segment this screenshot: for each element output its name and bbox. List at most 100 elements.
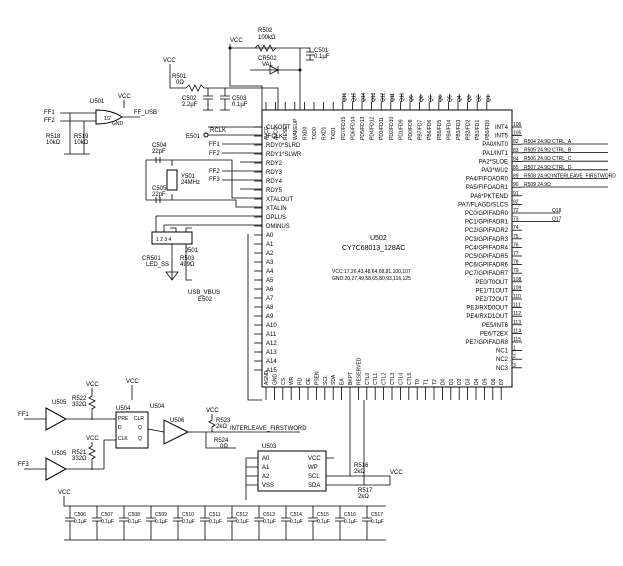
u502-bottom-pin: D3 — [466, 378, 472, 385]
right-net-label: CTRL_A — [552, 139, 572, 145]
r503-ref: R503 — [180, 256, 195, 262]
u502-right-pin-number: 79 — [513, 268, 519, 274]
right-net-label: Q17 — [552, 217, 562, 223]
u502-right-pin: PC0/GPIFADR0 — [465, 211, 509, 217]
r519-ref: R519 — [74, 134, 89, 140]
u502-right-pin: NC1 — [496, 349, 509, 355]
vcc-label-decouple: VCC — [58, 490, 71, 496]
u502-bottom-pin: T2 — [432, 379, 438, 385]
c504-value: 22pF — [152, 149, 166, 155]
rclk-net: RCLK — [210, 128, 226, 134]
u502-right-pin-number: 106 — [513, 122, 522, 128]
u502-top-net: Q13 — [371, 92, 377, 102]
decoupling-cap-ref: C506 — [74, 512, 86, 518]
u506-ref: U506 — [170, 418, 185, 424]
u502-right-pin-number: 92 — [513, 199, 519, 205]
u501-ref: U501 — [90, 99, 105, 105]
decoupling-cap-value: 0.1µF — [128, 519, 141, 525]
decoupling-cap-value: 0.1µF — [209, 519, 222, 525]
r519-value: 10kΩ — [74, 140, 89, 146]
u502-left-pin: A2 — [266, 251, 274, 257]
decoupling-cap-ref: C512 — [236, 512, 248, 518]
svg-text:1 2 3 4: 1 2 3 4 — [156, 237, 172, 243]
u502-vcc-note: VCC:17,26,43,48,64,68,81,100,107 — [332, 269, 411, 275]
clock-lines: RCLK E501 FF1 FF2 FF2 FF3 — [186, 126, 262, 190]
e502-label: E502 — [198, 297, 213, 303]
svg-text:WP: WP — [308, 465, 318, 471]
c505-ref: C505 — [152, 186, 167, 192]
svg-text:1/2: 1/2 — [104, 116, 111, 122]
u502-bottom-pin: PSEN — [314, 371, 320, 385]
right-net-label: Q18 — [552, 208, 562, 214]
u502-right-pin-number: 78 — [513, 260, 519, 266]
u502-right-pin: NC2 — [496, 357, 509, 363]
u502-left-pin: A3 — [266, 260, 274, 266]
u502-left-pin: A1 — [266, 242, 274, 248]
r521-ref: R521 — [72, 450, 87, 456]
u502-right-pin-number: 2 — [513, 354, 516, 360]
r521-value: 332Ω — [72, 456, 87, 462]
u502-left-pin: A5 — [266, 278, 274, 284]
u502-bottom-pin: CTL5 — [407, 373, 413, 385]
u502-top-pin: PD3/FD11 — [379, 117, 385, 140]
u502-top-net: Q6 — [438, 95, 444, 102]
u502-top-pin: PB5/FD5 — [437, 119, 443, 140]
c503-value: 0.1µF — [232, 102, 248, 108]
u502-top-pin: PD2/FD10 — [389, 116, 395, 140]
r523-ref: R523 — [216, 418, 231, 424]
r503-value: 499Ω — [180, 262, 195, 268]
u502-right-pin-number: 112 — [513, 311, 521, 317]
right-resistor: R508 24.9Ω — [524, 173, 551, 179]
c503-ref: C503 — [232, 96, 247, 102]
ff1-net-u501: FF1 — [44, 110, 55, 116]
svg-text:PRE: PRE — [118, 416, 129, 422]
r517-value: 2kΩ — [358, 494, 369, 500]
u502-top-net: Q3 — [467, 95, 473, 102]
u502-right-pin: PC4/GPIFADR4 — [465, 245, 509, 251]
ff3-net-u505: FF3 — [18, 462, 29, 468]
u502-bottom-pin: CTL0 — [365, 373, 371, 385]
right-resistor: R504 24.9Ω — [524, 139, 551, 145]
vcc-label-r523: VCC — [206, 408, 219, 414]
c502-value: 2.2µF — [182, 102, 198, 108]
u502-right-pin: PA1/INT1 — [482, 151, 508, 157]
cr502-ref: CR502 — [258, 56, 277, 62]
u502-right-pin: PE7/GPIFADR8 — [465, 340, 508, 346]
r522-ref: R522 — [72, 396, 87, 402]
avcc-filter: VCC R501 0Ω C502 2.2µF C503 0.1µF — [163, 58, 279, 111]
decoupling-cap-ref: C513 — [263, 512, 275, 518]
u502-top-net: Q16 — [342, 92, 348, 102]
right-net-label: CTRL_D — [552, 165, 572, 171]
u502-left-pin: XTALIN — [266, 206, 287, 212]
vcc-label-top: VCC — [230, 38, 243, 44]
u502-top-net: Q5 — [448, 95, 454, 102]
u502-top-net: Q14 — [361, 92, 367, 102]
u502-top-pin: PB6/FD6 — [427, 119, 433, 140]
svg-text:VSS: VSS — [262, 483, 274, 489]
r502-value: 100kΩ — [258, 35, 276, 41]
right-resistor: R505 24.9Ω — [524, 148, 551, 154]
u502-top-net: Q15 — [352, 92, 358, 102]
c501-value: 0.1µF — [314, 54, 330, 60]
u502-right-pin: PC3/GPIFADR3 — [465, 237, 509, 243]
u502-bottom-pin: CTL1 — [373, 373, 379, 385]
decoupling-cap-value: 0.1µF — [290, 519, 303, 525]
u502-left-pin: A12 — [266, 341, 277, 347]
vcc-label-r522: VCC — [86, 382, 99, 388]
u502-right-pin: PA7/FLAGD/SLCS — [458, 202, 508, 208]
ff2-net-u501: FF2 — [44, 118, 55, 124]
svg-text:GND: GND — [112, 121, 124, 127]
decoupling-cap-ref: C509 — [155, 512, 167, 518]
r516-ref: R516 — [354, 463, 369, 469]
decoupling-cap-value: 0.1µF — [236, 519, 249, 525]
ff-logic: VCC VCC R522 332Ω U505 FF1 U504 PRE D CL… — [18, 379, 307, 481]
u502-right-pin: PC6/GPIFADR6 — [465, 263, 509, 269]
ff1-net-rdy: FF1 — [209, 142, 220, 148]
u502-bottom-pin: D4 — [474, 378, 480, 385]
u502-left-pin: DPLUS — [266, 215, 286, 221]
u502-top-net: Q9 — [409, 95, 415, 102]
decoupling-cap-value: 0.1µF — [371, 519, 384, 525]
